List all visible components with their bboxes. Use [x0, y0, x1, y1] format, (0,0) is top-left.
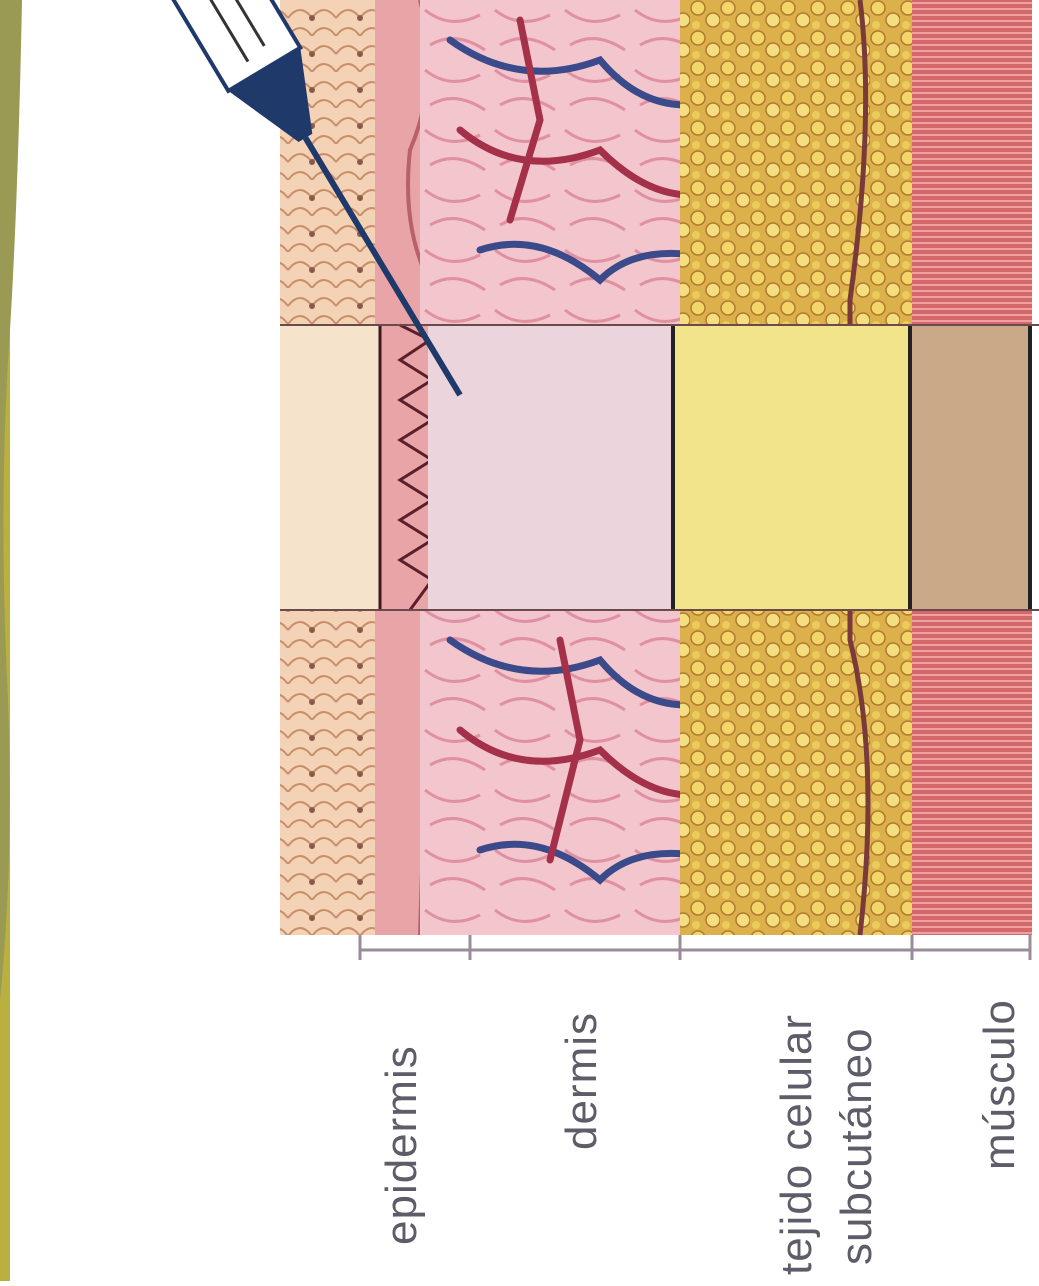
label-muscle: músculo: [978, 999, 1022, 1170]
schematic-cutaway: [280, 325, 1039, 610]
layer-brackets: [360, 935, 1030, 960]
label-subcutaneous-line1: tejido celular: [775, 1014, 819, 1275]
label-dermis: dermis: [560, 1012, 604, 1150]
left-edge-band: [0, 0, 22, 1281]
label-epidermis: epidermis: [380, 1045, 424, 1245]
label-subcutaneous-line2: subcutáneo: [835, 1027, 879, 1265]
